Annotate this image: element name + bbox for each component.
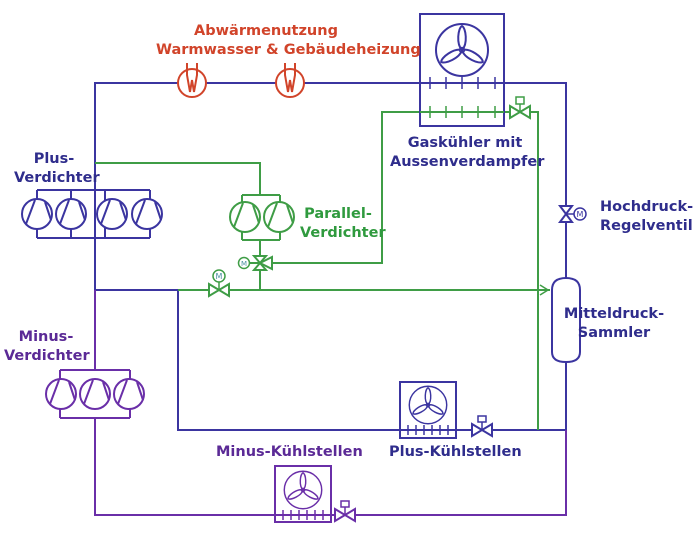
three-way-valve [237, 255, 273, 271]
heat-recovery-subtitle: Warmwasser & Gebäudeheizung [156, 42, 421, 58]
compressor-icon [96, 198, 128, 230]
high-pressure-piping [37, 82, 567, 431]
plus-compressors-label: Plus- Verdichter [14, 150, 100, 188]
minus-compressors [45, 370, 145, 418]
minus-cooling-label: Minus-Kühlstellen [216, 444, 363, 460]
minus-compressors-label-line2: Verdichter [4, 348, 90, 364]
motor-icon: M [216, 272, 223, 281]
heat-recovery-label: Abwärmenutzung Warmwasser & Gebäudeheizu… [156, 22, 421, 60]
compressor-icon [21, 198, 53, 230]
heat-recovery-exchangers [177, 62, 305, 98]
high-pressure-valve [558, 205, 587, 223]
parallel-compressors [229, 195, 295, 240]
parallel-compressors-label-line1: Parallel- [304, 206, 372, 222]
compressor-icon [229, 201, 261, 233]
compressor-icon [55, 198, 87, 230]
heat-recovery-title: Abwärmenutzung [194, 23, 338, 39]
compressor-icon [263, 201, 295, 233]
plus-compressors [21, 190, 163, 238]
minus-compressors-label: Minus- Verdichter [4, 328, 90, 366]
receiver-label-line2: Sammler [577, 325, 651, 341]
motor-icon: M [241, 260, 247, 268]
receiver-label: Mitteldruck- Sammler [562, 305, 666, 343]
gas-cooler-label-line2: Aussenverdampfer [390, 154, 545, 170]
plus-cooling-unit [399, 381, 493, 439]
motor-icon: M [577, 210, 584, 219]
parallel-piping [95, 111, 550, 430]
hp-valve-label-line2: Regelventil [600, 218, 693, 234]
hp-valve-label-line1: Hochdruck- [600, 199, 694, 215]
parallel-compressors-label: Parallel- Verdichter [300, 205, 386, 243]
flash-gas-valve [208, 269, 230, 297]
plus-compressors-label-line1: Plus- [33, 151, 75, 167]
plus-compressors-label-line2: Verdichter [14, 170, 100, 186]
receiver-tank-icon [539, 276, 581, 364]
plus-cooling-label: Plus-Kühlstellen [389, 444, 522, 460]
gas-cooler [419, 13, 505, 127]
minus-cooling-unit [274, 465, 356, 523]
gas-cooler-label: Gaskühler mit Aussenverdampfer [390, 134, 545, 172]
hp-valve-label: Hochdruck- Regelventil [600, 198, 694, 236]
compressor-icon [79, 378, 111, 410]
compressor-icon [131, 198, 163, 230]
compressor-icon [113, 378, 145, 410]
evaporator-expansion-valve [509, 96, 531, 119]
parallel-compressors-label-line2: Verdichter [300, 225, 386, 241]
gas-cooler-label-line1: Gaskühler mit [407, 135, 523, 151]
heat-exchanger-icon [275, 62, 305, 98]
compressor-icon [45, 378, 77, 410]
minus-compressors-label-line1: Minus- [18, 329, 74, 345]
receiver-label-line1: Mitteldruck- [563, 306, 665, 322]
heat-exchanger-icon [177, 62, 207, 98]
